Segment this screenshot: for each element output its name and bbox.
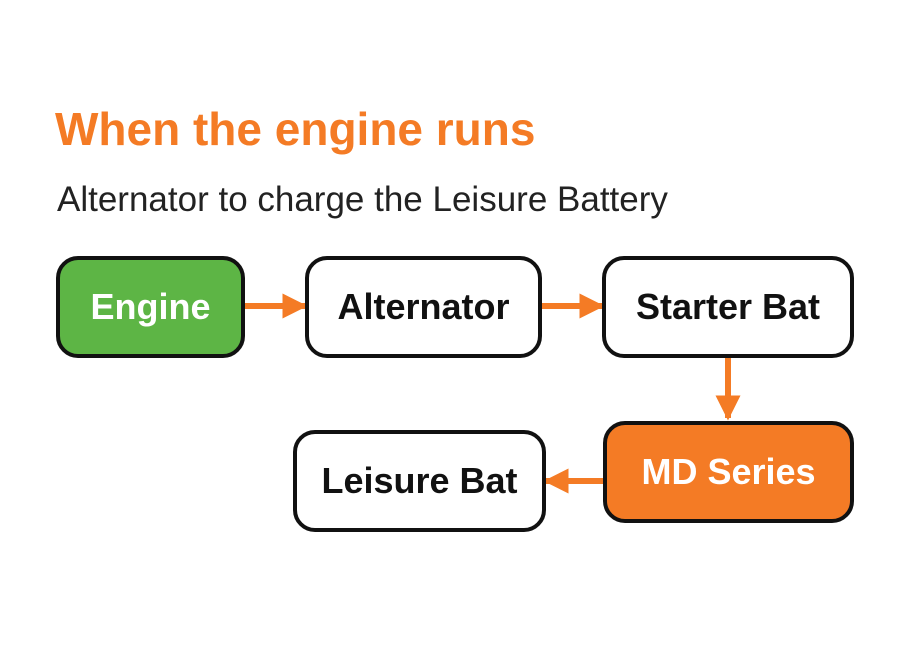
diagram-subtitle: Alternator to charge the Leisure Battery (57, 180, 668, 219)
node-alternator: Alternator (305, 256, 542, 358)
node-engine: Engine (56, 256, 245, 358)
node-md-series-label: MD Series (641, 451, 816, 492)
diagram-title: When the engine runs (55, 103, 536, 155)
node-alternator-label: Alternator (337, 286, 510, 327)
node-engine-label: Engine (90, 286, 211, 327)
node-leisure-bat-label: Leisure Bat (321, 460, 518, 501)
node-leisure-bat: Leisure Bat (293, 430, 546, 532)
node-starter-bat: Starter Bat (602, 256, 854, 358)
node-starter-bat-label: Starter Bat (635, 286, 821, 327)
node-md-series: MD Series (603, 421, 854, 523)
